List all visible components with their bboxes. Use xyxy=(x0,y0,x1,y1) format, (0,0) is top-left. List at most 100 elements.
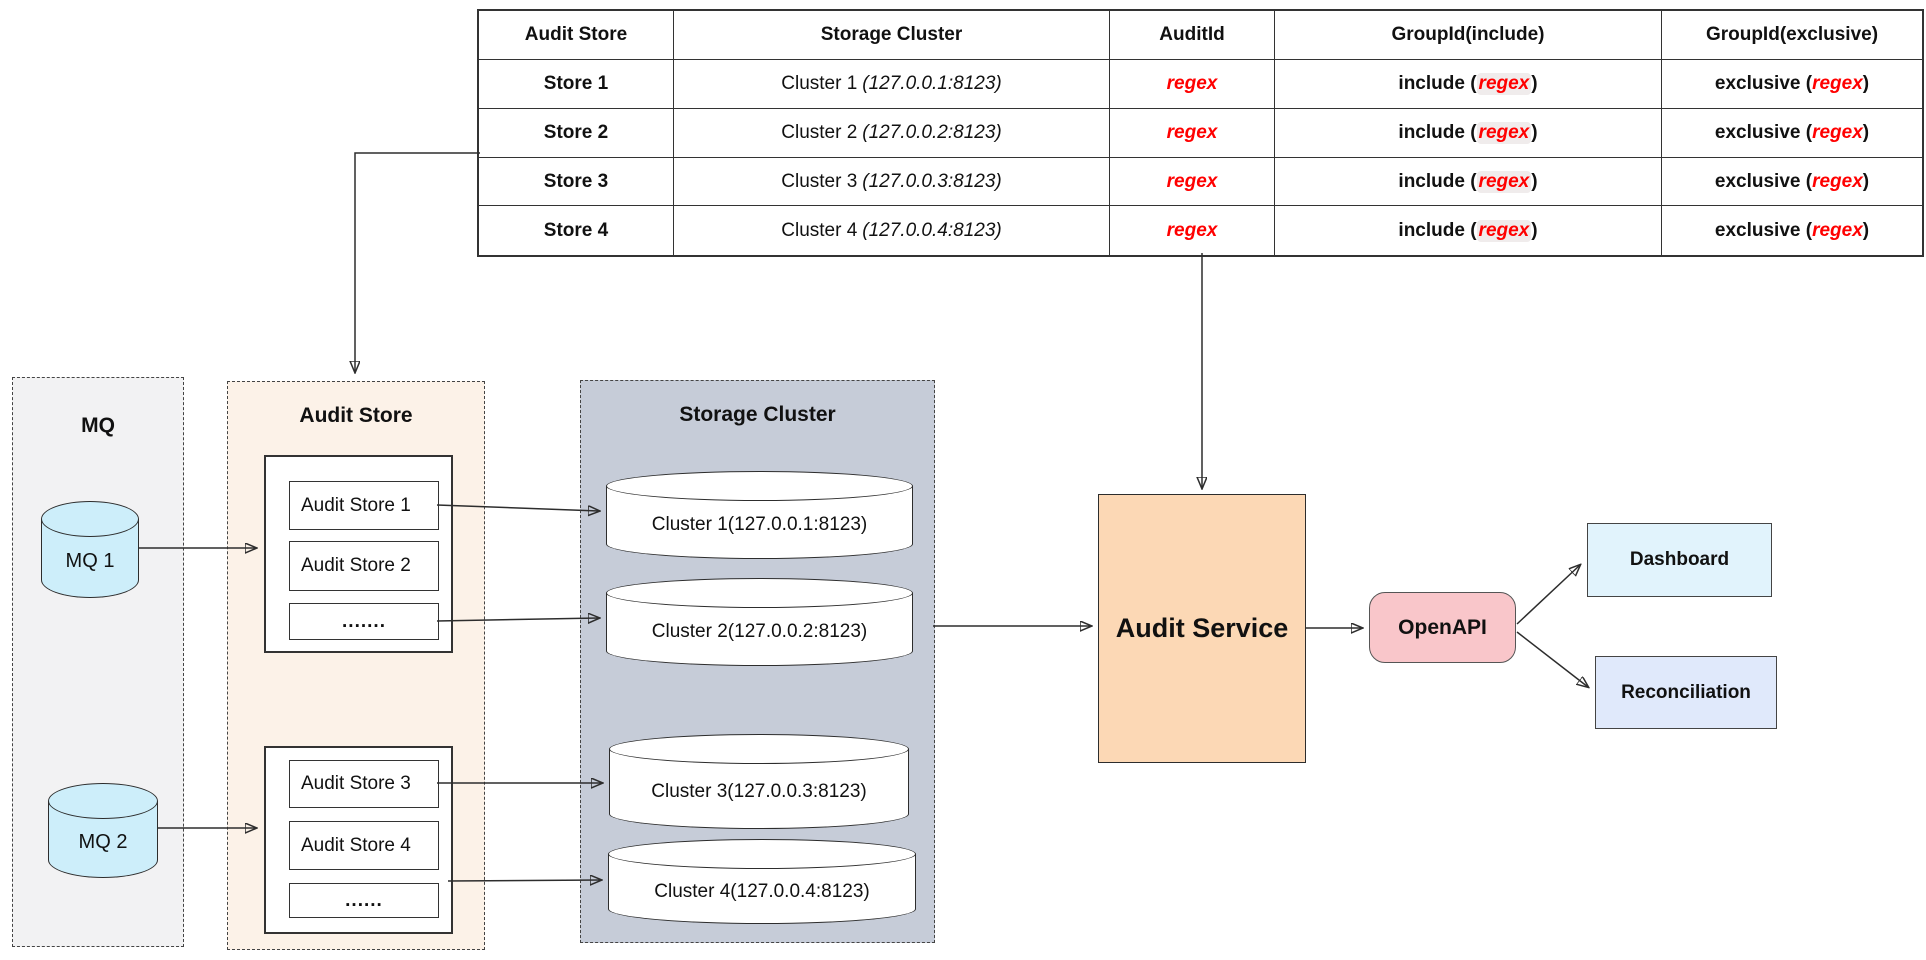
cylinder-body xyxy=(606,486,913,559)
cylinder-top xyxy=(608,839,916,869)
exclusive-suffix: ) xyxy=(1862,122,1870,143)
exclusive-prefix: exclusive ( xyxy=(1714,219,1813,241)
include-prefix: include ( xyxy=(1398,170,1477,192)
table-cell-cluster: Cluster 2(127.0.0.2:8123) xyxy=(674,109,1110,158)
table-cell-include: include (regex) xyxy=(1275,158,1662,206)
audit-store-ellipsis-box-1: ....... xyxy=(289,603,439,640)
exclusive-regex: regex xyxy=(1812,122,1863,143)
table-cell-exclusive: exclusive (regex) xyxy=(1662,206,1922,255)
include-suffix: ) xyxy=(1531,73,1538,94)
table-header-audit-store: Audit Store xyxy=(479,11,674,60)
arrow-table-to-audit-store xyxy=(355,152,480,372)
auditid-regex: regex xyxy=(1166,122,1218,143)
mq1-label: MQ 1 xyxy=(65,550,115,572)
exclusive-prefix: exclusive ( xyxy=(1714,122,1813,143)
audit-store-3-box: Audit Store 3 xyxy=(289,760,439,808)
cylinder-top xyxy=(609,734,909,764)
include-regex: regex xyxy=(1476,122,1532,144)
mq-title: MQ xyxy=(81,414,115,437)
arrow-openapi-to-reconciliation xyxy=(1516,631,1588,687)
audit-store-1-box: Audit Store 1 xyxy=(289,481,439,530)
cylinder-top xyxy=(41,501,139,537)
table-cell-cluster: Cluster 1(127.0.0.1:8123) xyxy=(674,60,1110,109)
audit-store-group-1: Audit Store 1 Audit Store 2 ....... xyxy=(264,455,453,653)
cluster1-label: Cluster 1(127.0.0.1:8123) xyxy=(651,514,868,535)
cluster4-cylinder: Cluster 4(127.0.0.4:8123) xyxy=(608,839,916,924)
cluster-name: Cluster 2 xyxy=(781,122,858,143)
auditid-regex: regex xyxy=(1166,170,1218,192)
table-cell-store: Store 2 xyxy=(479,109,674,158)
table-header-auditid: AuditId xyxy=(1110,11,1275,60)
table-cell-auditid: regex xyxy=(1110,109,1275,158)
table-cell-cluster: Cluster 4(127.0.0.4:8123) xyxy=(674,206,1110,255)
mq2-label: MQ 2 xyxy=(78,831,128,853)
include-regex: regex xyxy=(1476,170,1532,193)
mq1-cylinder: MQ 1 xyxy=(41,501,139,598)
storage-cluster-container: Storage Cluster Cluster 1(127.0.0.1:8123… xyxy=(580,380,935,943)
cluster-name: Cluster 4 xyxy=(781,219,858,241)
table-cell-exclusive: exclusive (regex) xyxy=(1662,60,1922,109)
audit-store-2-box: Audit Store 2 xyxy=(289,541,439,591)
audit-store-title: Audit Store xyxy=(299,404,413,427)
cluster2-label: Cluster 2(127.0.0.2:8123) xyxy=(651,621,868,642)
mq2-cylinder: MQ 2 xyxy=(48,783,158,878)
table-cell-auditid: regex xyxy=(1110,158,1275,206)
audit-store-container: Audit Store Audit Store 1 Audit Store 2 … xyxy=(227,381,485,950)
table-cell-cluster: Cluster 3(127.0.0.3:8123) xyxy=(674,158,1110,206)
exclusive-suffix: ) xyxy=(1862,170,1870,192)
table-cell-store: Store 3 xyxy=(479,158,674,206)
cylinder-top xyxy=(606,578,913,608)
storage-cluster-title: Storage Cluster xyxy=(679,403,836,426)
table-header-groupid-include: GroupId(include) xyxy=(1275,11,1662,60)
mq-container: MQ MQ 1 MQ 2 xyxy=(12,377,184,947)
include-suffix: ) xyxy=(1531,219,1538,241)
auditid-regex: regex xyxy=(1166,73,1218,94)
auditid-regex: regex xyxy=(1166,219,1218,241)
include-regex: regex xyxy=(1476,219,1532,242)
table-cell-store: Store 1 xyxy=(479,60,674,109)
exclusive-prefix: exclusive ( xyxy=(1714,73,1813,94)
table-cell-include: include (regex) xyxy=(1275,60,1662,109)
table-cell-auditid: regex xyxy=(1110,206,1275,255)
table-cell-include: include (regex) xyxy=(1275,206,1662,255)
cluster-ip: (127.0.0.3:8123) xyxy=(862,170,1002,192)
cylinder-top xyxy=(48,783,158,819)
exclusive-suffix: ) xyxy=(1862,219,1870,241)
cluster4-label: Cluster 4(127.0.0.4:8123) xyxy=(654,880,870,902)
audit-service-box: Audit Service xyxy=(1098,494,1306,763)
cluster-name: Cluster 1 xyxy=(781,73,858,94)
table-cell-exclusive: exclusive (regex) xyxy=(1662,109,1922,158)
table-cell-auditid: regex xyxy=(1110,60,1275,109)
include-suffix: ) xyxy=(1531,170,1538,192)
table-cell-store: Store 4 xyxy=(479,206,674,255)
include-prefix: include ( xyxy=(1398,219,1477,241)
exclusive-regex: regex xyxy=(1812,73,1863,94)
cluster-ip: (127.0.0.4:8123) xyxy=(862,219,1002,241)
cluster3-cylinder: Cluster 3(127.0.0.3:8123) xyxy=(609,734,909,829)
audit-store-mapping-table: Audit Store Storage Cluster AuditId Grou… xyxy=(477,9,1924,257)
include-prefix: include ( xyxy=(1398,122,1477,143)
arrow-openapi-to-dashboard xyxy=(1516,565,1580,625)
table-header-groupid-exclusive: GroupId(exclusive) xyxy=(1662,11,1922,60)
cluster2-cylinder: Cluster 2(127.0.0.2:8123) xyxy=(606,578,913,666)
reconciliation-box: Reconciliation xyxy=(1595,656,1777,729)
audit-store-4-box: Audit Store 4 xyxy=(289,821,439,870)
exclusive-suffix: ) xyxy=(1862,73,1870,94)
cluster-name: Cluster 3 xyxy=(781,170,858,192)
cluster-ip: (127.0.0.1:8123) xyxy=(862,73,1002,94)
openapi-box: OpenAPI xyxy=(1369,592,1516,663)
exclusive-regex: regex xyxy=(1812,219,1863,241)
include-regex: regex xyxy=(1476,73,1532,95)
table-cell-include: include (regex) xyxy=(1275,109,1662,158)
exclusive-prefix: exclusive ( xyxy=(1714,170,1813,192)
table-header-storage-cluster: Storage Cluster xyxy=(674,11,1110,60)
include-prefix: include ( xyxy=(1398,73,1477,94)
exclusive-regex: regex xyxy=(1812,170,1863,192)
dashboard-box: Dashboard xyxy=(1587,523,1772,597)
cylinder-top xyxy=(606,471,913,501)
cluster3-label: Cluster 3(127.0.0.3:8123) xyxy=(651,780,867,802)
include-suffix: ) xyxy=(1531,122,1538,143)
table-cell-exclusive: exclusive (regex) xyxy=(1662,158,1922,206)
cluster-ip: (127.0.0.2:8123) xyxy=(862,122,1002,143)
